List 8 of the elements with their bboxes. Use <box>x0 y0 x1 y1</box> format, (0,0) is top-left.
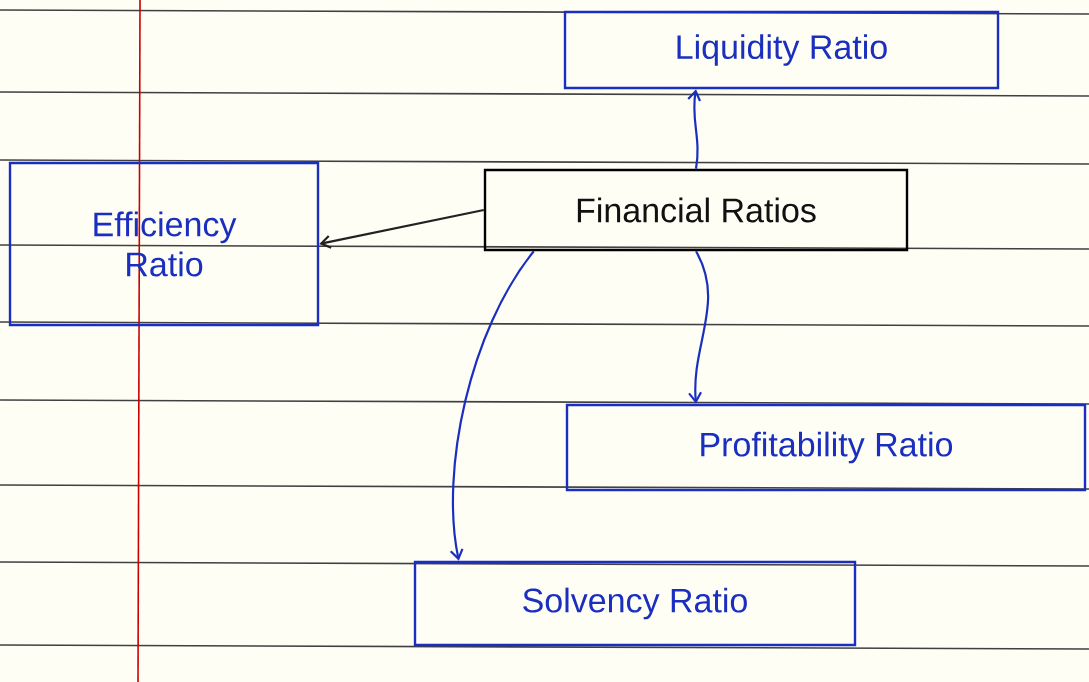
arrow <box>449 250 535 561</box>
ratio-box: Financial Ratios <box>483 168 909 252</box>
ratio-box: Liquidity Ratio <box>563 10 1000 90</box>
ratio-box: Solvency Ratio <box>413 560 857 647</box>
arrow <box>688 250 710 404</box>
ratio-box: Profitability Ratio <box>565 403 1087 492</box>
arrow <box>687 89 701 169</box>
arrow <box>319 208 485 249</box>
